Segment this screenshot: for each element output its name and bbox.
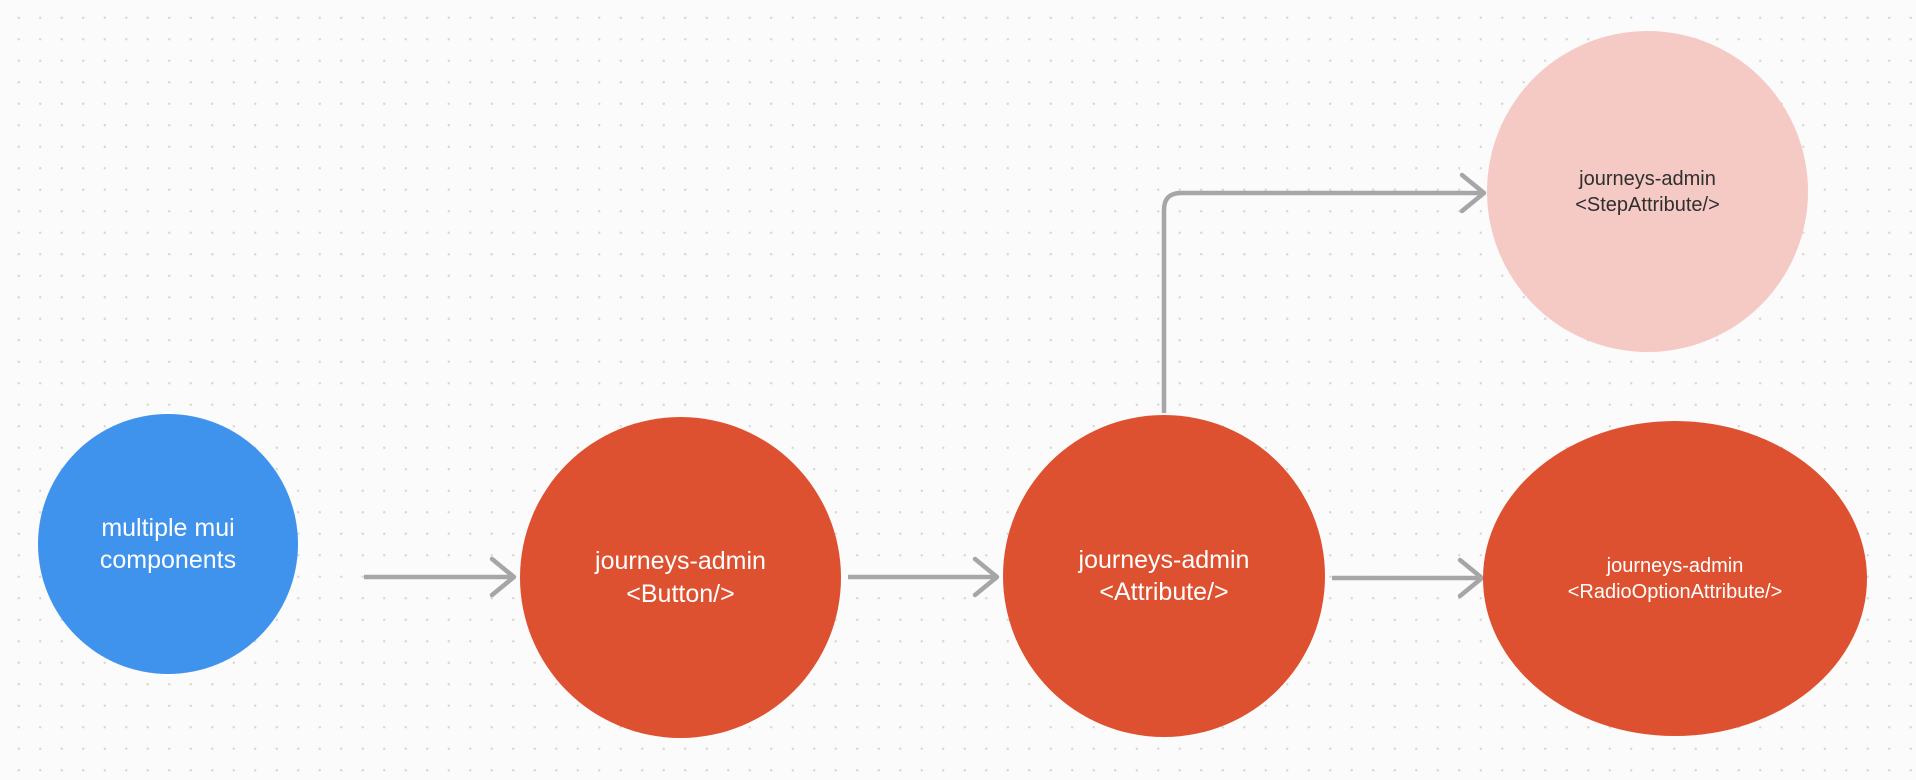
arrowhead-icon: [1459, 172, 1487, 214]
graph-node-step-attribute[interactable]: journeys-admin <StepAttribute/>: [1487, 31, 1808, 352]
node-label-line2: <Attribute/>: [1099, 578, 1229, 606]
edge-mui-to-button: [364, 556, 517, 598]
node-label-line1: journeys-admin: [1606, 554, 1744, 577]
arrowhead-icon: [1457, 557, 1485, 599]
edge-line: [1161, 190, 1482, 413]
edge-button-to-attribute: [848, 556, 1000, 598]
node-label-line1: journeys-admin: [1078, 545, 1250, 574]
graph-node-button[interactable]: journeys-admin <Button/>: [520, 417, 841, 738]
node-label-line2: <Button/>: [626, 579, 735, 608]
node-label-line1: journeys-admin: [1579, 167, 1716, 190]
graph-node-mui[interactable]: multiple mui components: [38, 414, 298, 674]
node-label-line2: components: [99, 546, 237, 574]
node-label-line1: multiple mui: [101, 513, 235, 542]
node-label-line1: journeys-admin: [595, 547, 766, 575]
node-label-line2: <RadioOptionAttribute/>: [1567, 580, 1783, 603]
edge-attribute-to-radio: [1332, 557, 1485, 599]
arrowhead-icon: [972, 556, 1000, 598]
node-label-line2: <StepAttribute/>: [1575, 193, 1720, 216]
graph-node-radio-option-attribute[interactable]: journeys-admin <RadioOptionAttribute/>: [1483, 421, 1867, 736]
edge-attribute-to-step: [1161, 172, 1487, 413]
arrowhead-icon: [489, 556, 517, 598]
graph-node-attribute[interactable]: journeys-admin <Attribute/>: [1003, 415, 1325, 737]
